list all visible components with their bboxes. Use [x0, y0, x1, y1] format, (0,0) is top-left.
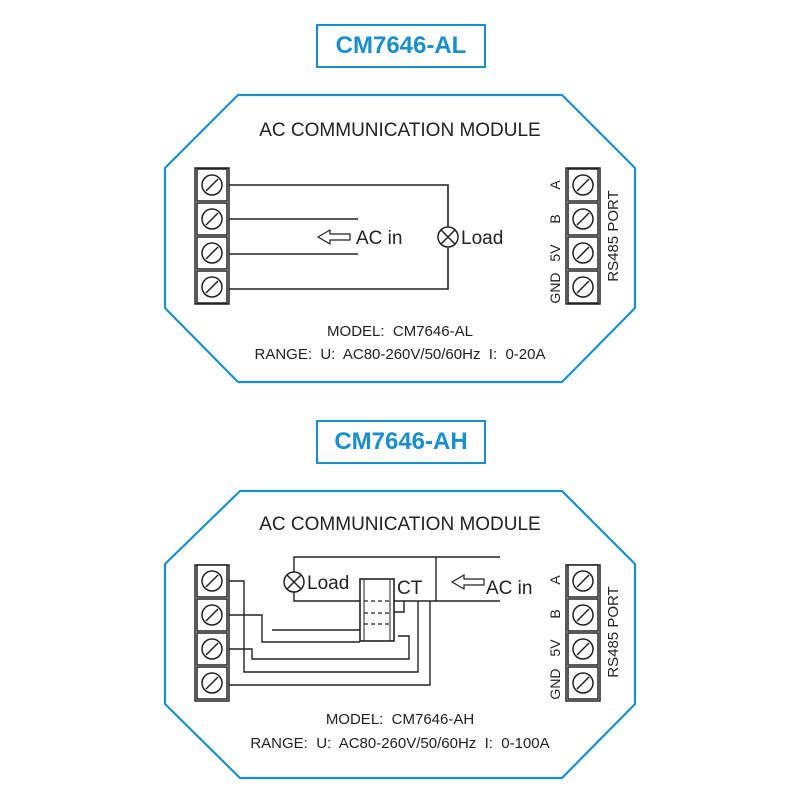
screw-terminal-1	[196, 168, 228, 202]
port-screw-4	[567, 270, 599, 304]
model-title-top: CM7646-AL	[316, 24, 486, 68]
load-label-bottom: Load	[307, 573, 349, 594]
module-bottom-outline	[163, 489, 637, 780]
port-screw-2	[567, 598, 599, 632]
screw-terminal-3	[196, 236, 228, 270]
ct-label: CT	[397, 578, 423, 599]
range-line-bottom: RANGE: U: AC80-260V/50/60Hz I: 0-100A	[250, 735, 549, 752]
port-pin-a: A	[547, 575, 563, 585]
lamp-icon	[283, 571, 305, 593]
port-pin-b: B	[547, 609, 563, 618]
port-screw-4	[567, 666, 599, 700]
model-title-bottom-text: CM7646-AH	[334, 428, 468, 455]
model-line-top: MODEL: CM7646-AL	[327, 323, 473, 340]
rs485-port-label: RS485 PORT	[605, 586, 622, 677]
port-pin-5v: 5V	[547, 639, 563, 657]
screw-terminal-2	[196, 598, 228, 632]
rs485-port-bottom: A B 5V GND RS485 PORT	[547, 564, 622, 702]
port-pin-5v: 5V	[547, 244, 563, 262]
port-pin-b: B	[547, 214, 563, 223]
ct-sensor-icon	[359, 578, 395, 642]
wiring-bottom	[229, 556, 500, 686]
lamp-icon	[437, 226, 459, 248]
port-pin-gnd: GND	[547, 272, 563, 303]
module-top-outline	[163, 93, 637, 384]
screw-terminal-4	[196, 270, 228, 304]
port-screw-2	[567, 202, 599, 236]
rs485-port-top: A B 5V GND RS485 PORT	[547, 167, 622, 305]
model-title-bottom: CM7646-AH	[316, 420, 486, 464]
ac-in-label-top: AC in	[356, 228, 402, 249]
model-title-top-text: CM7646-AL	[335, 32, 467, 59]
port-screw-1	[567, 168, 599, 202]
model-line-bottom: MODEL: CM7646-AH	[326, 711, 474, 728]
wiring-top	[229, 184, 449, 290]
module-top-title: AC COMMUNICATION MODULE	[259, 120, 540, 141]
range-line-top: RANGE: U: AC80-260V/50/60Hz I: 0-20A	[255, 346, 546, 363]
module-bottom-title: AC COMMUNICATION MODULE	[259, 514, 540, 535]
left-terminal-block-bottom	[194, 564, 230, 702]
module-top: AC COMMUNICATION MODULE AC in Load A B 5…	[163, 93, 637, 384]
screw-terminal-1	[196, 564, 228, 598]
ac-in-label-bottom: AC in	[486, 578, 532, 599]
port-screw-1	[567, 564, 599, 598]
screw-terminal-2	[196, 202, 228, 236]
port-screw-3	[567, 236, 599, 270]
port-pin-gnd: GND	[547, 668, 563, 699]
screw-terminal-3	[196, 632, 228, 666]
port-screw-3	[567, 632, 599, 666]
module-bottom: AC COMMUNICATION MODULE	[163, 489, 637, 780]
left-terminal-block-top	[194, 167, 230, 305]
screw-terminal-4	[196, 666, 228, 700]
port-pin-a: A	[547, 180, 563, 190]
load-label-top: Load	[461, 228, 503, 249]
rs485-port-label: RS485 PORT	[605, 190, 622, 281]
